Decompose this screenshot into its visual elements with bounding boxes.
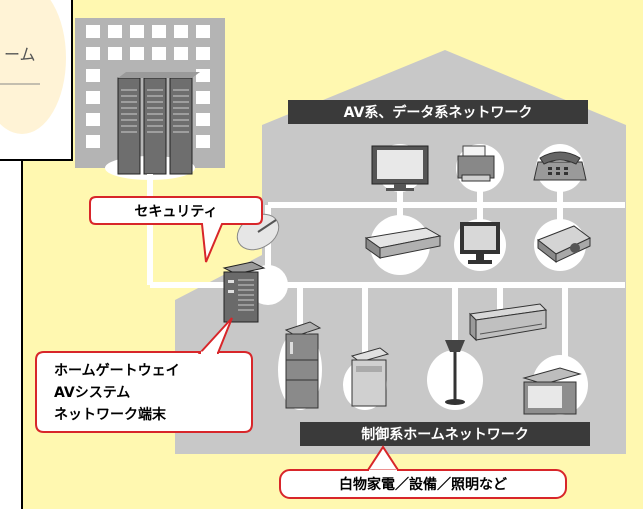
- control-network-band: 制御系ホームネットワーク: [300, 422, 590, 446]
- microwave-icon: [522, 367, 582, 415]
- gateway-line-2: AVシステム: [54, 385, 130, 401]
- washing-machine-icon: [350, 347, 390, 407]
- background-lower-left: [23, 160, 72, 509]
- telephone-icon: [533, 151, 587, 181]
- appliances-callout: 白物家電／設備／照明など: [279, 445, 567, 499]
- security-label: セキュリティ: [134, 204, 217, 220]
- home-gateway-icon: [222, 261, 266, 323]
- av-network-label: AV系、データ系ネットワーク: [344, 104, 533, 121]
- appliances-label: 白物家電／設備／照明など: [339, 476, 507, 493]
- server-rack-icon: [117, 72, 200, 175]
- gateway-line-3: ネットワーク端末: [54, 406, 167, 423]
- floor-lamp-icon: [445, 340, 465, 405]
- projector-icon: [536, 225, 591, 264]
- flat-tv-icon: [371, 145, 429, 191]
- refrigerator-icon: [284, 321, 322, 409]
- air-conditioner-icon: [468, 303, 548, 342]
- gateway-callout: ホームゲートウェイ AVシステム ネットワーク端末: [35, 317, 253, 433]
- printer-icon: [457, 145, 495, 182]
- inset-frame: ーム: [0, 0, 73, 161]
- dvd-recorder-icon: [364, 227, 442, 259]
- av-network-band: AV系、データ系ネットワーク: [288, 100, 588, 124]
- inset-text: ーム: [4, 45, 36, 64]
- gateway-line-1: ホームゲートウェイ: [54, 362, 180, 379]
- pc-monitor-icon: [460, 222, 500, 264]
- control-network-label: 制御系ホームネットワーク: [361, 426, 529, 443]
- security-callout: セキュリティ: [89, 196, 263, 263]
